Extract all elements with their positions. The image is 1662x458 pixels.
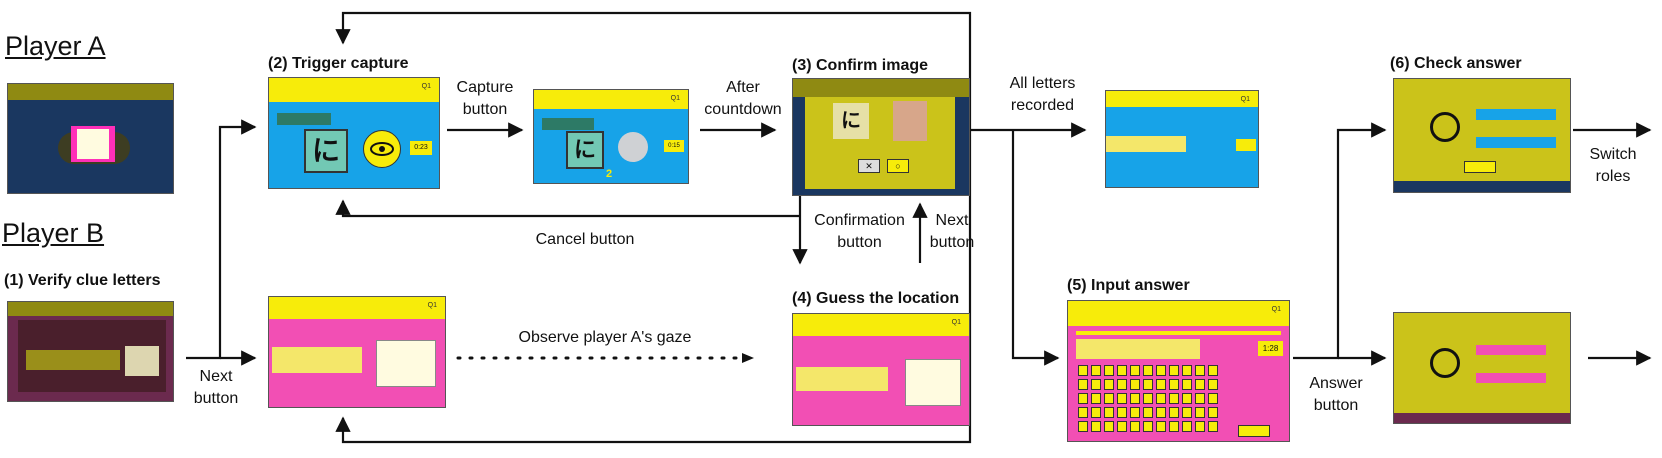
player-b-label: Player B	[2, 218, 105, 248]
correct-circle-icon	[1430, 112, 1460, 142]
face-photo	[893, 101, 927, 141]
player-a-label: Player A	[5, 31, 106, 61]
arrow-bottom-loop	[335, 130, 972, 444]
step-3-title: (3) Confirm image	[792, 57, 929, 74]
step-2-title: (2) Trigger capture	[268, 55, 409, 72]
arrow-answer-up	[1293, 122, 1387, 360]
label-observe-gaze: Observe player A's gaze	[518, 329, 692, 346]
arrow-cancel	[335, 199, 800, 218]
screenshot-all-letters-recorded: Q1	[1105, 90, 1259, 188]
arrow-top-loop	[335, 11, 972, 130]
arrow-to-input	[1011, 130, 1060, 366]
screenshot-check-answer-a	[1393, 78, 1571, 193]
screenshot-input-answer: Q1 1:28	[1067, 300, 1290, 442]
eye-icon[interactable]	[363, 130, 401, 168]
screenshot-player-a-waiting	[7, 83, 174, 194]
step-5-title: (5) Input answer	[1067, 277, 1190, 294]
screenshot-capture-countdown: Q1 に 0:15 2	[533, 89, 689, 184]
kana-keyboard[interactable]	[1078, 365, 1218, 432]
step-6-title: (6) Check answer	[1390, 55, 1522, 72]
screenshot-verify-clue-letters	[7, 301, 174, 402]
label-cancel-button: Cancel button	[535, 231, 635, 248]
screenshot-guess-location: Q1	[792, 313, 970, 426]
step-1-title: (1) Verify clue letters	[4, 272, 161, 289]
step-4-title: (4) Guess the location	[792, 290, 960, 307]
arrow-next-split	[186, 119, 257, 360]
submit-answer-button[interactable]	[1238, 425, 1270, 437]
screenshot-observer-waiting: Q1	[268, 296, 446, 408]
screenshot-check-answer-b	[1393, 312, 1571, 424]
confirm-circle-button[interactable]: ○	[887, 159, 909, 173]
screenshot-confirm-image: に ✕ ○	[792, 78, 970, 196]
cancel-x-button[interactable]: ✕	[858, 159, 880, 173]
screenshot-trigger-capture: Q1 に 0:23	[268, 77, 440, 189]
timer: 0:23	[410, 141, 432, 155]
kana-card: に	[304, 129, 348, 173]
